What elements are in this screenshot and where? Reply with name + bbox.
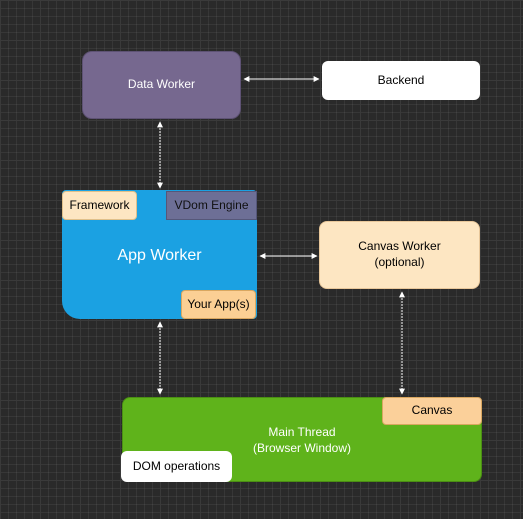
your-apps-label: Your App(s): [187, 296, 250, 311]
main-thread-label: Main Thread (Browser Window): [252, 425, 351, 455]
your-apps-node: Your App(s): [181, 290, 256, 319]
dom-operations-node: DOM operations: [121, 451, 232, 482]
framework-label: Framework: [69, 197, 130, 212]
vdom-engine-node: VDom Engine: [166, 191, 257, 220]
data-worker-label: Data Worker: [127, 77, 196, 92]
app-worker-label: App Worker: [117, 247, 202, 264]
backend-node: Backend: [322, 61, 480, 100]
canvas-worker-label: Canvas Worker (optional): [358, 239, 441, 269]
dom-operations-label: DOM operations: [132, 458, 221, 473]
vdom-engine-label: VDom Engine: [174, 197, 249, 212]
canvas-label: Canvas: [411, 403, 453, 418]
canvas-node: Canvas: [382, 397, 482, 425]
data-worker-node: Data Worker: [82, 51, 241, 119]
backend-label: Backend: [377, 72, 425, 87]
canvas-worker-node: Canvas Worker (optional): [319, 221, 480, 289]
framework-node: Framework: [62, 191, 137, 220]
